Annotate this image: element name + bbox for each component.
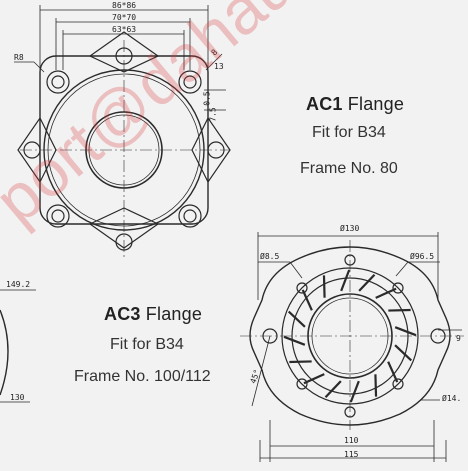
hatch-stroke xyxy=(340,269,351,292)
ac3-dim-dia-130: Ø130 xyxy=(340,224,360,233)
ac1-dim-radius: R8 xyxy=(14,53,24,62)
hatch-stroke xyxy=(374,374,378,397)
ac3-dim-9: 9 xyxy=(456,334,461,343)
ac1-flange-drawing xyxy=(14,5,231,260)
ac1-dim-side-d: 7.5 xyxy=(208,107,218,122)
hatch-stroke xyxy=(301,289,313,311)
hatch-stroke xyxy=(322,275,326,298)
hatch-stroke xyxy=(394,344,413,362)
ac1-dim-middle: 70*70 xyxy=(112,13,137,22)
ac1-frame: Frame No. 80 xyxy=(300,160,398,177)
ac3-dim-dia-14: Ø14. xyxy=(442,394,462,403)
ac3-left-partial xyxy=(0,289,36,403)
hatch-stroke xyxy=(394,326,417,337)
ac3-flange-drawing xyxy=(240,232,464,462)
ac3-dim-130-left: 130 xyxy=(10,393,25,402)
hatch-stroke xyxy=(388,308,411,312)
hatch-stroke xyxy=(375,287,397,299)
ac1-dim-outer: 86*86 xyxy=(112,1,137,10)
ac1-dim-inner: 63*63 xyxy=(112,25,137,34)
ac1-dim-side-b: 13 xyxy=(214,62,224,71)
ac3-dim-dia-8-5: Ø8.5 xyxy=(260,252,280,261)
ac3-frame: Frame No. 100/112 xyxy=(74,368,211,385)
ac3-dim-115: 115 xyxy=(344,450,359,459)
hatch-stroke xyxy=(349,380,360,403)
ac1-dim-side-c: 0.5 xyxy=(202,91,212,106)
ac3-fit: Fit for B34 xyxy=(110,336,184,353)
hatch-stroke xyxy=(324,380,342,399)
ac3-dim-110: 110 xyxy=(344,436,359,445)
hatch-stroke xyxy=(287,310,306,328)
ac3-dim-149: 149.2 xyxy=(6,280,31,289)
ac3-dim-dia-96-5: Ø96.5 xyxy=(410,252,435,261)
hatch-stroke xyxy=(303,373,325,385)
hatch-stroke xyxy=(283,335,306,346)
ac1-title: AC1 Flange xyxy=(306,94,405,114)
hatch-stroke xyxy=(289,360,312,364)
ac3-title: AC3 Flange xyxy=(104,304,203,324)
ac1-fit: Fit for B34 xyxy=(312,124,386,141)
hatch-stroke xyxy=(358,273,376,292)
hatch-stroke xyxy=(387,361,399,383)
